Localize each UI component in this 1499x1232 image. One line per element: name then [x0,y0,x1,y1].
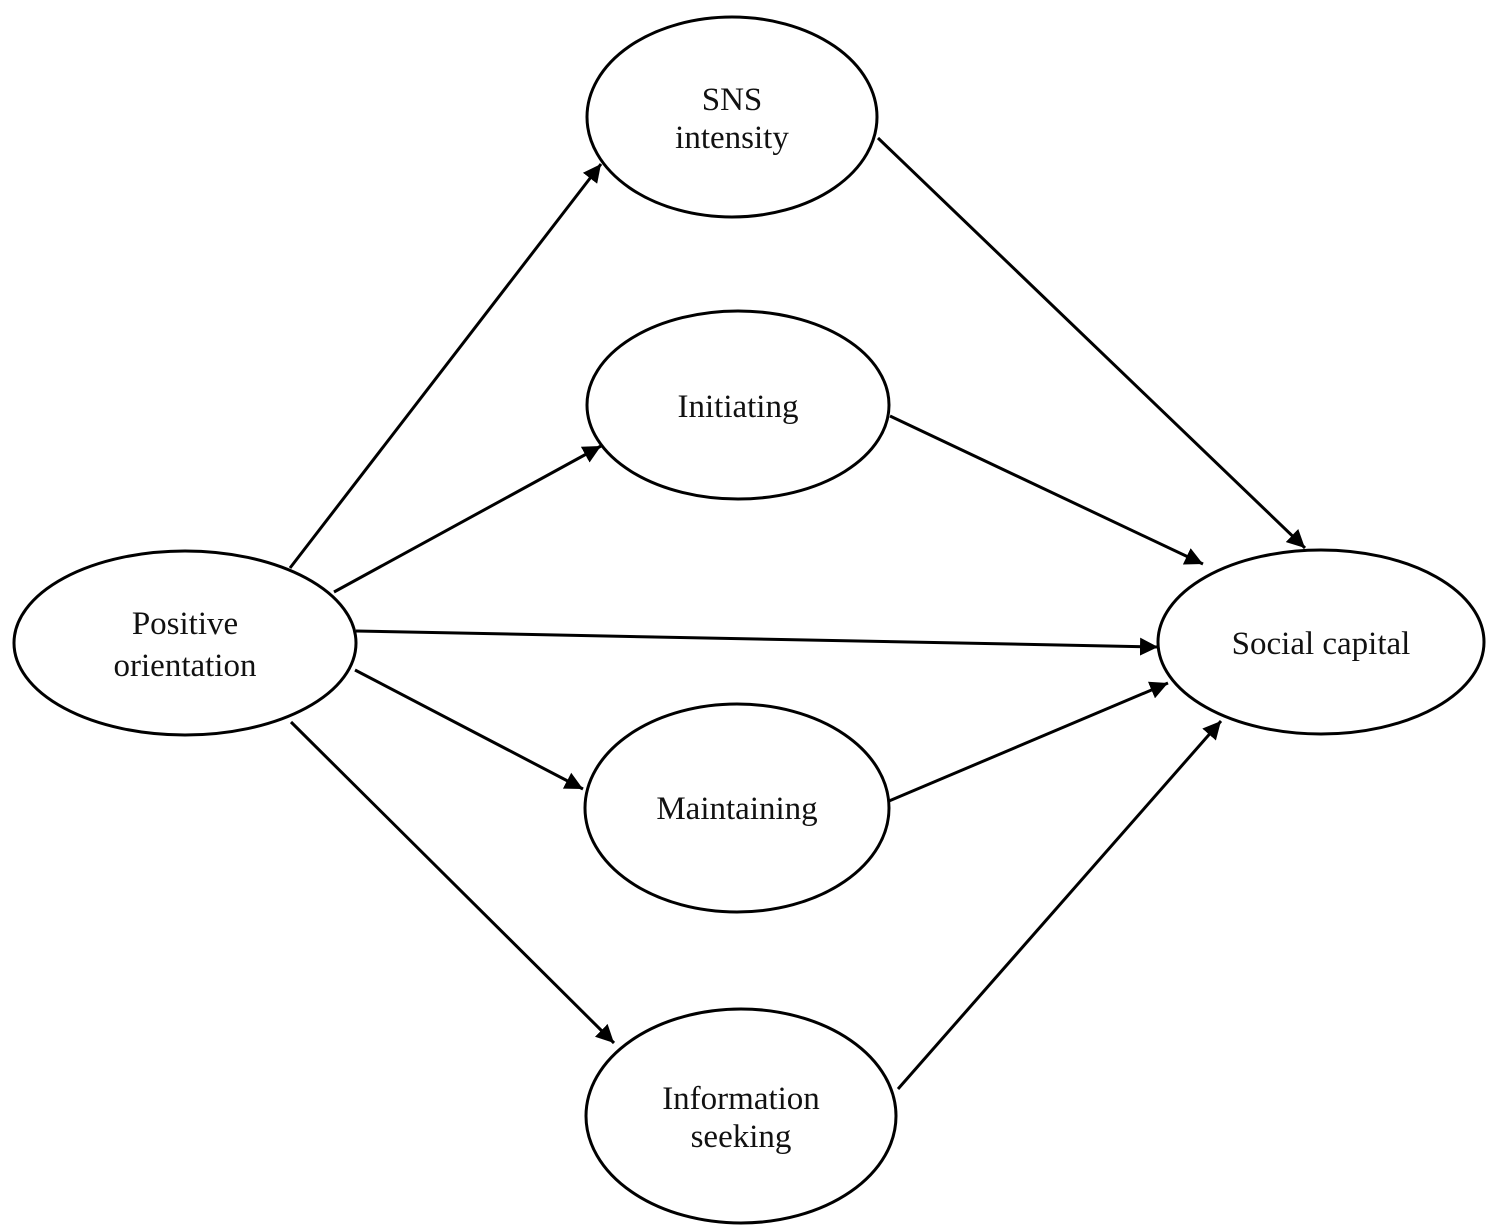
edge-positive-orientation-to-sns-intensity [288,163,603,569]
edge-positive-orientation-to-maintaining [354,668,584,791]
node-social-capital: Social capital [1156,548,1486,736]
node-sns-intensity-line1: SNS [702,82,763,118]
edge-positive-orientation-to-initiating [333,444,602,594]
node-information-seeking: Information seeking [584,1007,898,1225]
node-positive-orientation: Positive orientation [12,549,358,737]
node-information-seeking-line2: seeking [691,1119,792,1155]
node-maintaining: Maintaining [583,702,891,914]
node-positive-orientation-line1: Positive [132,606,238,642]
node-maintaining-label: Maintaining [656,791,817,827]
edge-information-seeking-to-social-capital [896,720,1223,1090]
edge-maintaining-to-social-capital [888,681,1169,803]
edge-sns-intensity-to-social-capital [876,136,1307,550]
edge-positive-orientation-to-information-seeking [289,720,616,1045]
edge-positive-orientation-to-social-capital [355,629,1159,656]
node-sns-intensity-line2: intensity [675,120,789,156]
node-sns-intensity: SNS intensity [585,15,879,219]
node-initiating-label: Initiating [678,389,799,425]
edge-initiating-to-social-capital [889,414,1204,566]
node-social-capital-label: Social capital [1232,626,1411,662]
node-information-seeking-line1: Information [662,1081,820,1117]
node-positive-orientation-line2: orientation [114,648,257,684]
node-initiating: Initiating [585,309,891,501]
